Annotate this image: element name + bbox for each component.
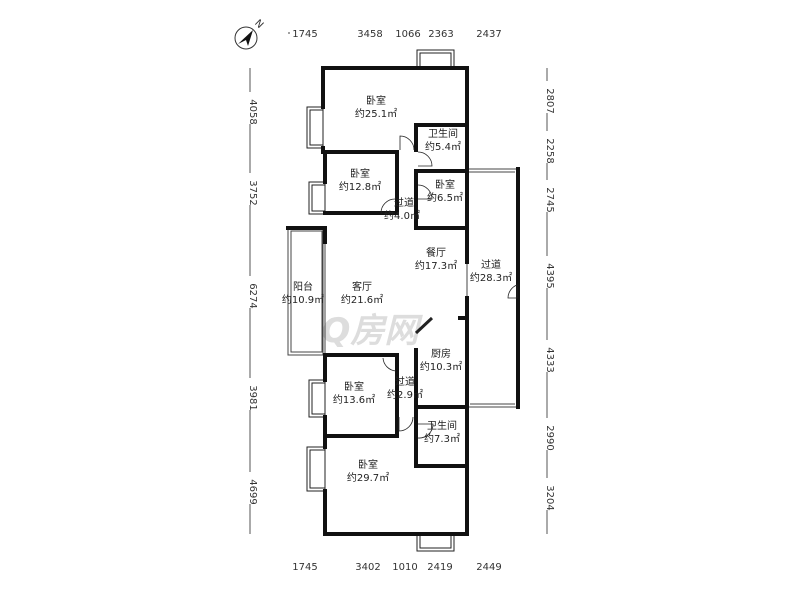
- label-text: 2807: [544, 88, 555, 113]
- label-text: 约21.6㎡: [341, 293, 383, 306]
- label-text: 卧室: [435, 178, 455, 191]
- dimensions-top: 1745 3458 1066 2363 2437: [288, 26, 518, 40]
- label-text: 3752: [247, 180, 258, 205]
- label-text: 1745: [292, 29, 317, 40]
- label-text: 3981: [247, 385, 258, 410]
- dimensions-left: 4058 3752 6274 3981 4699: [243, 68, 258, 534]
- label-text: 4333: [544, 347, 555, 372]
- label-text: 约17.3㎡: [415, 259, 457, 272]
- label-text: 约25.1㎡: [355, 107, 397, 120]
- label-text: 3402: [355, 562, 380, 573]
- label-text: 卧室: [344, 380, 364, 393]
- label-text: 约7.3㎡: [424, 432, 460, 445]
- label-text: 2258: [544, 138, 555, 163]
- label-text: 约12.8㎡: [339, 180, 381, 193]
- label-text: 1066: [395, 29, 420, 40]
- doors: [380, 135, 518, 439]
- label-text: 2363: [428, 29, 453, 40]
- windows: [306, 49, 455, 552]
- label-text: 约2.9㎡: [387, 388, 423, 401]
- label-text: 6274: [247, 283, 258, 308]
- walls: [286, 66, 520, 536]
- label-text: 2449: [476, 562, 501, 573]
- label-text: 厨房: [431, 347, 451, 360]
- label-text: 3458: [357, 29, 382, 40]
- label-text: 餐厅: [426, 246, 446, 259]
- label-text: 约29.7㎡: [347, 471, 389, 484]
- label-text: 约28.3㎡: [470, 271, 512, 284]
- label-text: 1745: [292, 562, 317, 573]
- label-text: 卫生间: [428, 127, 458, 140]
- label-text: 约6.5㎡: [427, 191, 463, 204]
- compass-icon: N: [234, 18, 265, 50]
- dimensions-right: 2807 2258 2745 4395 4333 2990 3204: [540, 68, 555, 534]
- label-text: 2437: [476, 29, 501, 40]
- label-text: 4058: [247, 99, 258, 124]
- label-text: 过道: [394, 196, 414, 209]
- label-text: 4699: [247, 479, 258, 504]
- label-text: 约10.3㎡: [420, 360, 462, 373]
- label-text: 卫生间: [427, 419, 457, 432]
- label-text: 3204: [544, 485, 555, 510]
- label-text: 约4.0㎡: [384, 209, 420, 222]
- label-text: 2990: [544, 425, 555, 450]
- label-text: 卧室: [358, 458, 378, 471]
- label-text: 2745: [544, 187, 555, 212]
- label-text: 约13.6㎡: [333, 393, 375, 406]
- dimensions-bottom: 1745 3402 1010 2419 2449: [292, 562, 501, 573]
- label-text: 1010: [392, 562, 417, 573]
- label-text: 卧室: [366, 94, 386, 107]
- label-text: 4395: [544, 263, 555, 288]
- label-text: 过道: [481, 258, 501, 271]
- label-text: 过道: [395, 375, 415, 388]
- label-text: 约10.9㎡: [282, 293, 324, 306]
- label-text: 客厅: [352, 280, 372, 293]
- watermark-logo: Q房网: [322, 311, 424, 351]
- label-text: 2419: [427, 562, 452, 573]
- label-text: 阳台: [293, 280, 313, 293]
- label-text: 卧室: [350, 167, 370, 180]
- compass-north-label: N: [252, 18, 265, 31]
- label-text: 约5.4㎡: [425, 140, 461, 153]
